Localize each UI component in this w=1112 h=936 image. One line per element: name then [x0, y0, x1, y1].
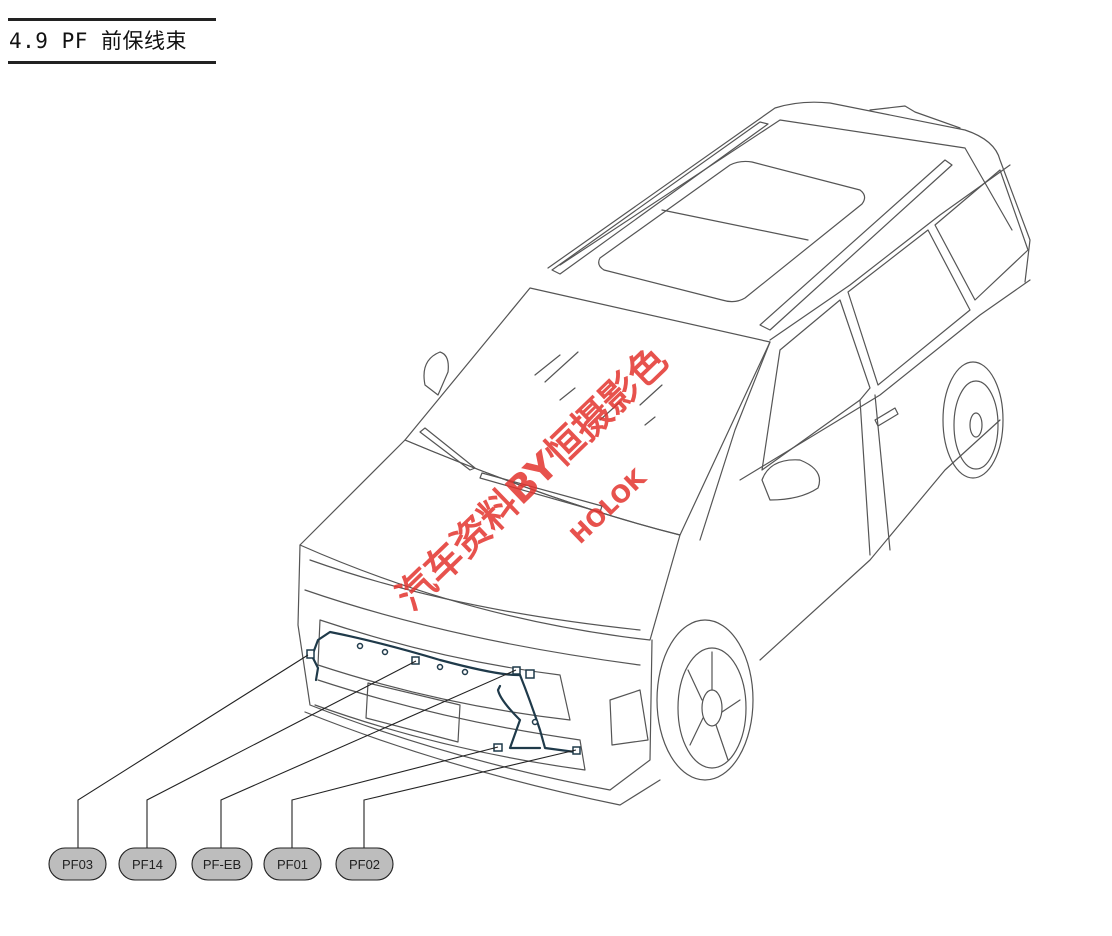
connector-pfeb-2 [525, 669, 535, 679]
clip-1 [356, 642, 364, 650]
watermark: 汽车资料BY恒摄影色 HOLOK [388, 338, 676, 619]
right-roof-rail [759, 159, 953, 331]
sliding-door [859, 394, 891, 556]
right-mirror [761, 459, 821, 501]
right-wiper [479, 472, 603, 513]
leader-pf02 [363, 749, 577, 848]
callout-pill [118, 847, 177, 881]
callout-leaders [77, 654, 577, 848]
side-window-mid [847, 229, 971, 386]
sunroof [598, 160, 866, 303]
license-plate [365, 682, 461, 743]
connector-pf14 [411, 656, 420, 665]
callout-pill [263, 847, 322, 881]
bumper-lip [304, 711, 661, 806]
leader-pfeb [220, 669, 517, 848]
harness-main-run [310, 630, 522, 677]
top-rule [8, 18, 216, 21]
front-wheel-spokes [687, 651, 741, 761]
front-corner [609, 689, 649, 746]
rear-wheel [953, 380, 999, 470]
callout-pfeb: PF-EB [191, 847, 253, 881]
front-fascia [297, 544, 653, 791]
callout-pf02: PF02 [335, 847, 394, 881]
callout-pill [48, 847, 107, 881]
roof-outline [547, 101, 1031, 283]
headlight-band [304, 589, 641, 666]
front-wheel [677, 647, 747, 769]
hood [299, 439, 681, 641]
section-header: 4.9 PF 前保线束 [8, 18, 216, 64]
callout-label: PF-EB [203, 857, 241, 872]
hood-crease [309, 559, 641, 631]
front-wheel-arch [656, 619, 754, 781]
a-pillar [699, 341, 771, 541]
callout-label: PF01 [277, 857, 308, 872]
front-bumper-harness [310, 630, 577, 754]
harness-stub-left [310, 654, 320, 682]
windshield-lines [534, 351, 663, 426]
callout-pf01: PF01 [263, 847, 322, 881]
callout-pf03: PF03 [48, 847, 107, 881]
bottom-rule [8, 61, 216, 64]
roof-rail-top [869, 105, 961, 129]
roof-inner [559, 119, 1013, 266]
leader-pf14 [146, 660, 417, 848]
connector-pfeb [512, 666, 521, 675]
left-mirror [423, 351, 449, 396]
left-roof-rail [551, 121, 769, 275]
callout-label: PF02 [349, 857, 380, 872]
body-side-top [769, 164, 1011, 341]
section-title: 4.9 PF 前保线束 [9, 29, 188, 53]
callout-pill [335, 847, 394, 881]
grille-upper [317, 619, 571, 721]
door-handle [874, 407, 899, 427]
side-window-rear [934, 169, 1029, 301]
body-side-lower [759, 419, 1001, 661]
callout-pf14: PF14 [118, 847, 177, 881]
clip-4 [461, 668, 469, 676]
clip-5 [531, 718, 539, 726]
grille-lower [314, 679, 586, 771]
side-window-front [761, 299, 871, 471]
body-side-belt [739, 279, 1031, 481]
callout-label: PF14 [132, 857, 163, 872]
sunroof-divider [661, 209, 809, 241]
harness-branch-eb [496, 684, 542, 750]
vehicle-illustration [297, 101, 1031, 806]
clip-2 [381, 648, 389, 656]
front-wheel-hub [701, 689, 723, 727]
clip-3 [436, 663, 444, 671]
connector-pf03 [306, 649, 315, 659]
harness-connectors [306, 642, 581, 755]
harness-down-run [518, 673, 577, 754]
rear-wheel-hub [969, 412, 983, 438]
leader-pf03 [77, 654, 309, 848]
rear-wheel-arch [942, 361, 1004, 479]
callout-label: PF03 [62, 857, 93, 872]
callout-pill [191, 847, 253, 881]
leader-pf01 [291, 746, 499, 848]
